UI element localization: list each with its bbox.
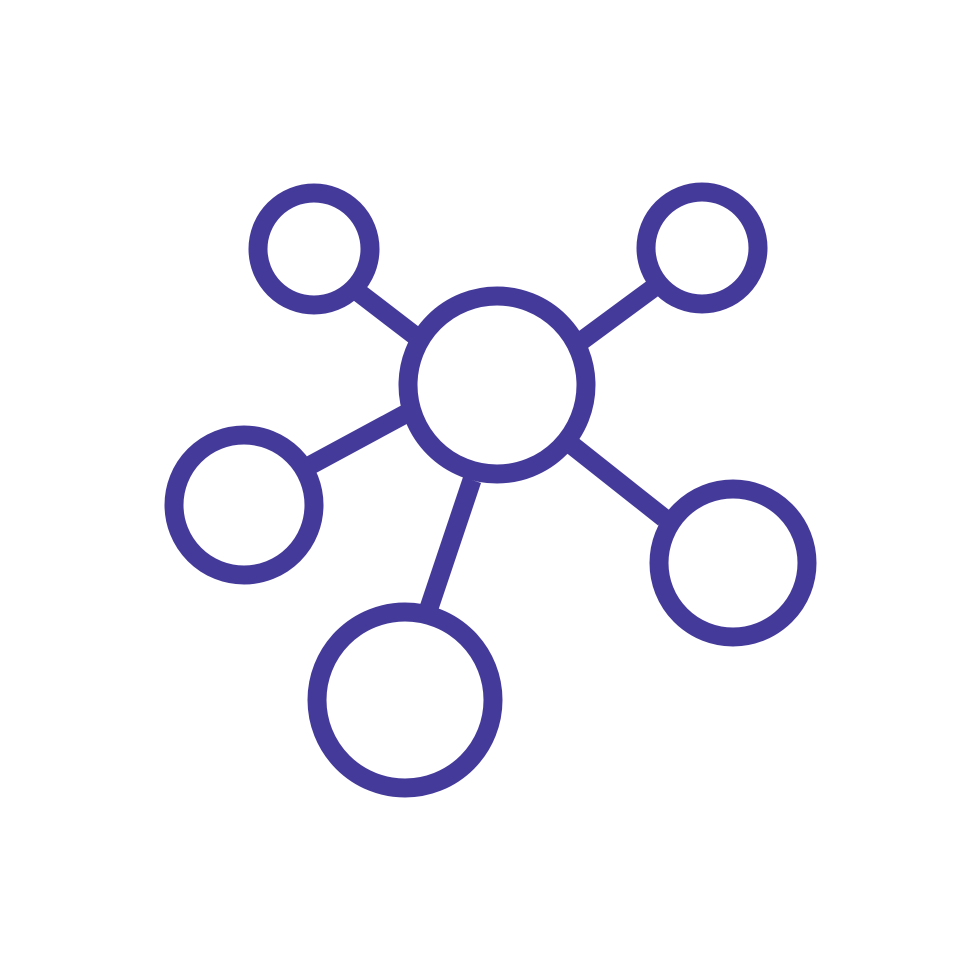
node-top-right [636, 182, 768, 314]
connector-lines [304, 278, 670, 612]
connector-line-bottom [419, 476, 482, 612]
connector-line-top-right [574, 278, 662, 350]
node-bottom [307, 602, 503, 798]
node-left [164, 425, 324, 585]
connector-line-left [304, 403, 414, 475]
center-node [398, 286, 596, 484]
node-top-left [248, 183, 380, 315]
node-right [649, 479, 817, 647]
nodes [164, 182, 817, 798]
connector-line-right [567, 438, 670, 526]
connector-line-top-left [352, 284, 424, 346]
